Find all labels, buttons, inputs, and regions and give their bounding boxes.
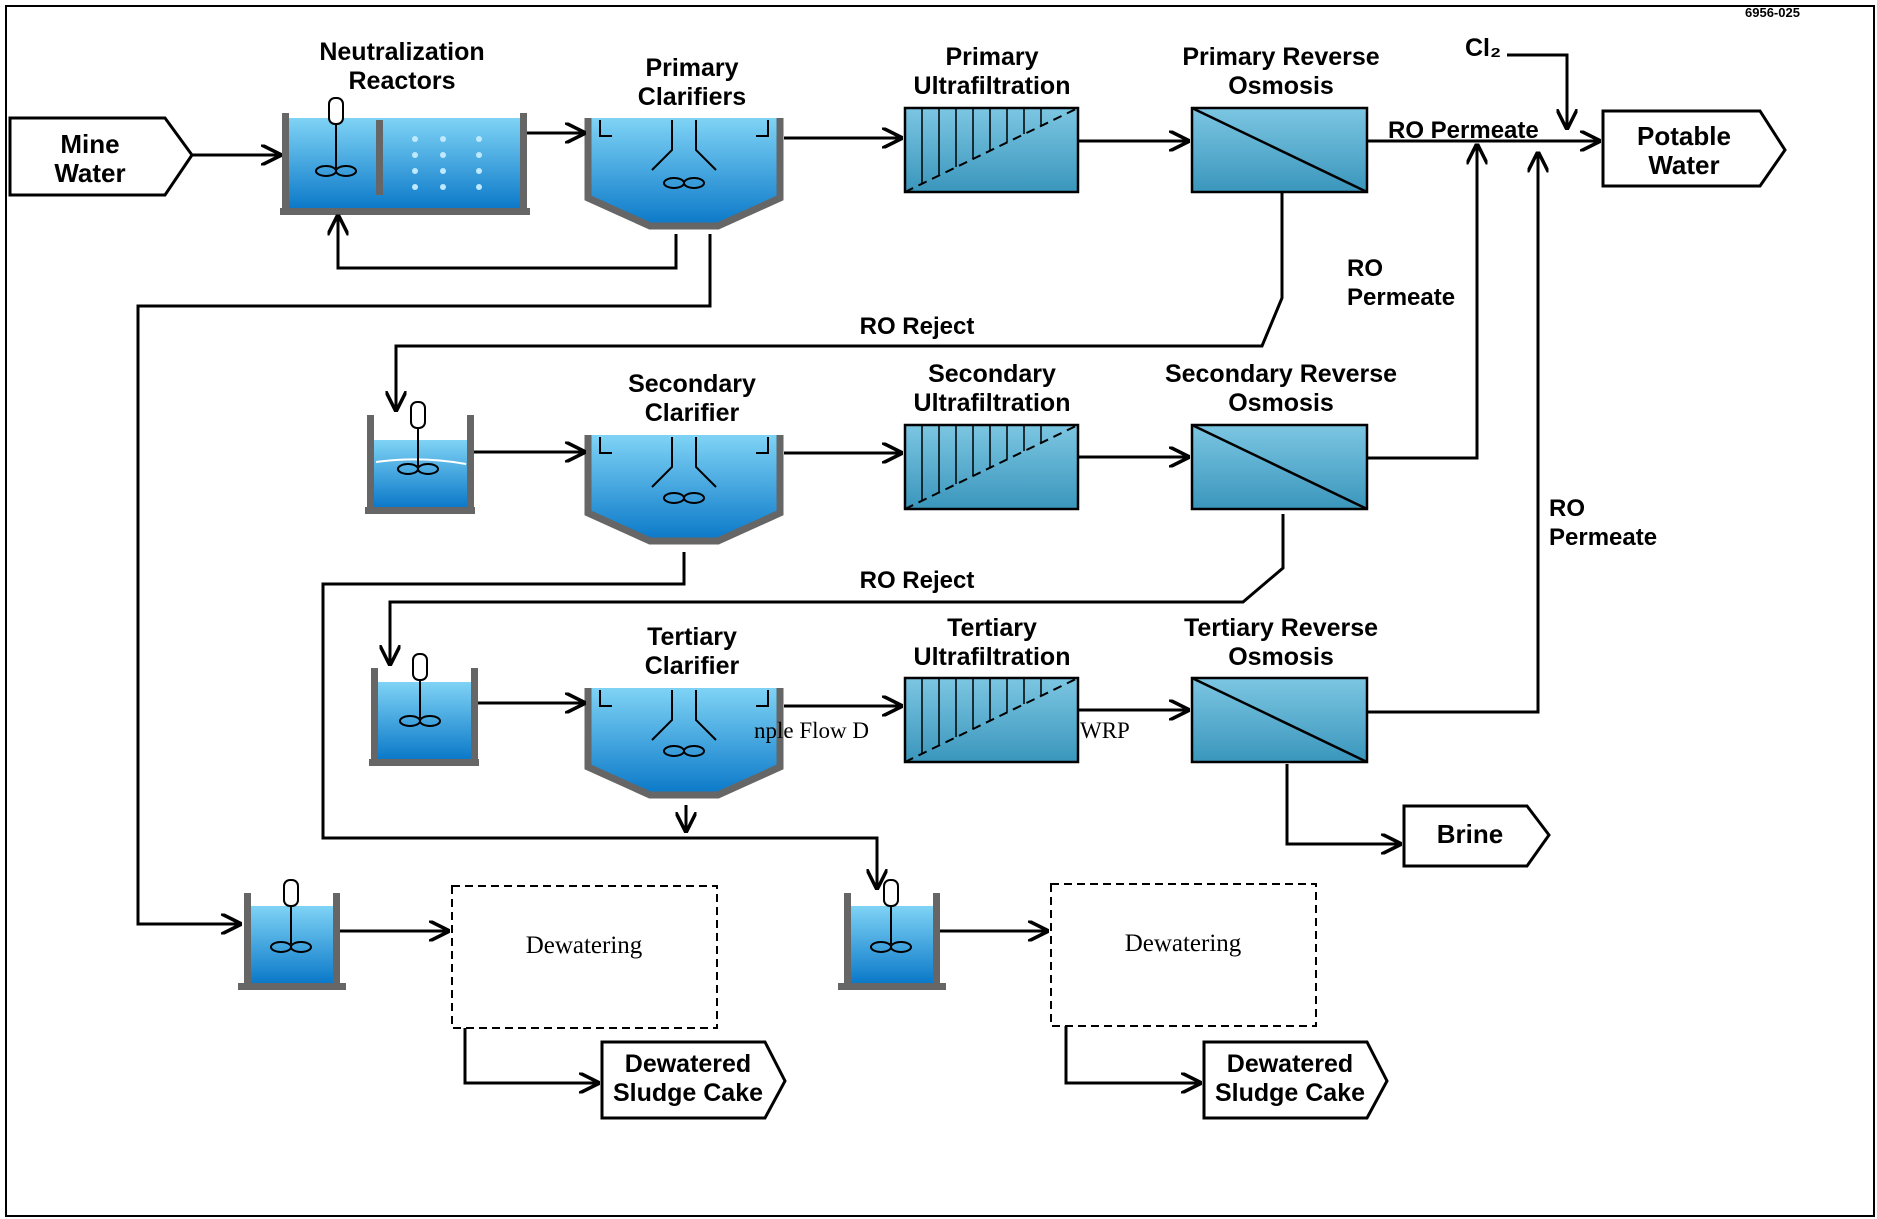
sludge-cake-2-label-1: Dewatered [1227,1050,1353,1078]
flow-cl2-feed [1507,53,1567,128]
ro-permeate-mid-label-2: Permeate [1347,284,1455,311]
sludge-cake-2-label-2: Sludge Cake [1215,1079,1365,1107]
secondary-clarifier: Secondary Clarifier [584,370,784,545]
mixer-icon [397,401,439,475]
primary-reverse-osmosis: Primary Reverse Osmosis [1182,43,1380,194]
tertiary-ro-label-1: Tertiary Reverse [1184,614,1378,642]
flow-primary-sludge [136,234,712,924]
ro-permeate-mid-label-1: RO [1347,255,1383,282]
sludge-cake-1-label-1: Dewatered [625,1050,751,1078]
secondary-uf-label-2: Ultrafiltration [914,389,1071,417]
neutralization-reactors: Neutralization Reactors [280,38,530,215]
secondary-ultrafiltration: Secondary Ultrafiltration [903,360,1080,511]
flow-brine [1285,764,1400,844]
figure-ref-code: 6956-025 [1745,5,1800,20]
potable-water-label-2: Water [1648,150,1719,180]
tertiary-reverse-osmosis: Tertiary Reverse Osmosis [1184,614,1378,764]
flow-dewatering2-to-cake [1064,1026,1200,1083]
potable-water-output: Potable Water [1601,109,1787,188]
ro-permeate-low-label-2: Permeate [1549,524,1657,551]
dewatering-2-label: Dewatering [1125,930,1242,957]
flow-secondary-sludge [321,552,877,888]
tertiary-clarifier-label-2: Clarifier [645,652,740,680]
chlorine-label: Cl₂ [1465,34,1501,62]
sludge-tank-2 [838,879,946,990]
caption-fragment-left: nple Flow D [754,718,869,743]
ro-permeate-top-label: RO Permeate [1388,117,1539,144]
sludge-cake-output-1: Dewatered Sludge Cake [600,1040,787,1120]
dewatering-1-label: Dewatering [526,932,643,959]
primary-clarifiers-label-2: Clarifiers [638,83,746,111]
primary-ultrafiltration: Primary Ultrafiltration [903,43,1080,194]
secondary-uf-label-1: Secondary [928,360,1056,388]
tertiary-uf-label-2: Ultrafiltration [914,643,1071,671]
mixer-icon [270,879,312,953]
tertiary-uf-label-1: Tertiary [947,614,1037,642]
tertiary-clarifier: Tertiary Clarifier [584,623,784,799]
secondary-ro-label-2: Osmosis [1228,389,1334,417]
flow-tertiary-ro-permeate [1367,153,1538,714]
mine-water-input: Mine Water [8,116,194,197]
brine-output: Brine [1402,804,1551,868]
brine-label: Brine [1437,819,1503,849]
secondary-reverse-osmosis: Secondary Reverse Osmosis [1165,360,1397,511]
flow-secondary-ro-permeate [1367,145,1477,460]
primary-ro-label-2: Osmosis [1228,72,1334,100]
page-frame [5,5,1875,1217]
secondary-clarifier-label-2: Clarifier [645,399,740,427]
mixer-icon [399,653,441,727]
mixer-icon [870,879,912,953]
potable-water-label-1: Potable [1637,121,1731,151]
primary-uf-label-2: Ultrafiltration [914,72,1071,100]
ro-reject-2-label: RO Reject [860,567,975,594]
mixer-icon [315,97,357,177]
caption-fragment-right: WRP [1080,718,1130,743]
secondary-clarifier-label-1: Secondary [628,370,756,398]
sludge-cake-output-2: Dewatered Sludge Cake [1202,1040,1389,1120]
neutralization-label-2: Reactors [349,67,456,95]
tertiary-ultrafiltration: Tertiary Ultrafiltration [903,614,1080,764]
tertiary-ro-label-2: Osmosis [1228,643,1334,671]
flow-primary-ro-reject [396,192,1284,410]
mine-water-label-2: Water [54,158,125,188]
neutralization-label-1: Neutralization [319,38,484,66]
mine-water-label-1: Mine [60,129,119,159]
flow-secondary-ro-reject [390,514,1285,664]
flow-dewatering1-to-cake [463,1028,598,1083]
primary-clarifiers: Primary Clarifiers [584,54,784,230]
flow-clarifier-recycle [338,216,678,270]
sludge-tank-1 [238,879,346,990]
primary-uf-label-1: Primary [945,43,1038,71]
secondary-ro-label-1: Secondary Reverse [1165,360,1397,388]
tertiary-clarifier-label-1: Tertiary [647,623,737,651]
dewatering-unit-1: Dewatering [451,885,718,1029]
mix-tank-secondary [365,401,475,514]
primary-clarifiers-label-1: Primary [645,54,738,82]
ro-reject-1-label: RO Reject [860,313,975,340]
primary-ro-label-1: Primary Reverse [1182,43,1379,71]
sludge-cake-1-label-2: Sludge Cake [613,1079,763,1107]
mix-tank-tertiary [369,653,479,766]
aeration-bubbles-icon [412,136,482,190]
dewatering-unit-2: Dewatering [1050,883,1317,1027]
ro-permeate-low-label-1: RO [1549,495,1585,522]
flow-lines [136,53,1599,1083]
